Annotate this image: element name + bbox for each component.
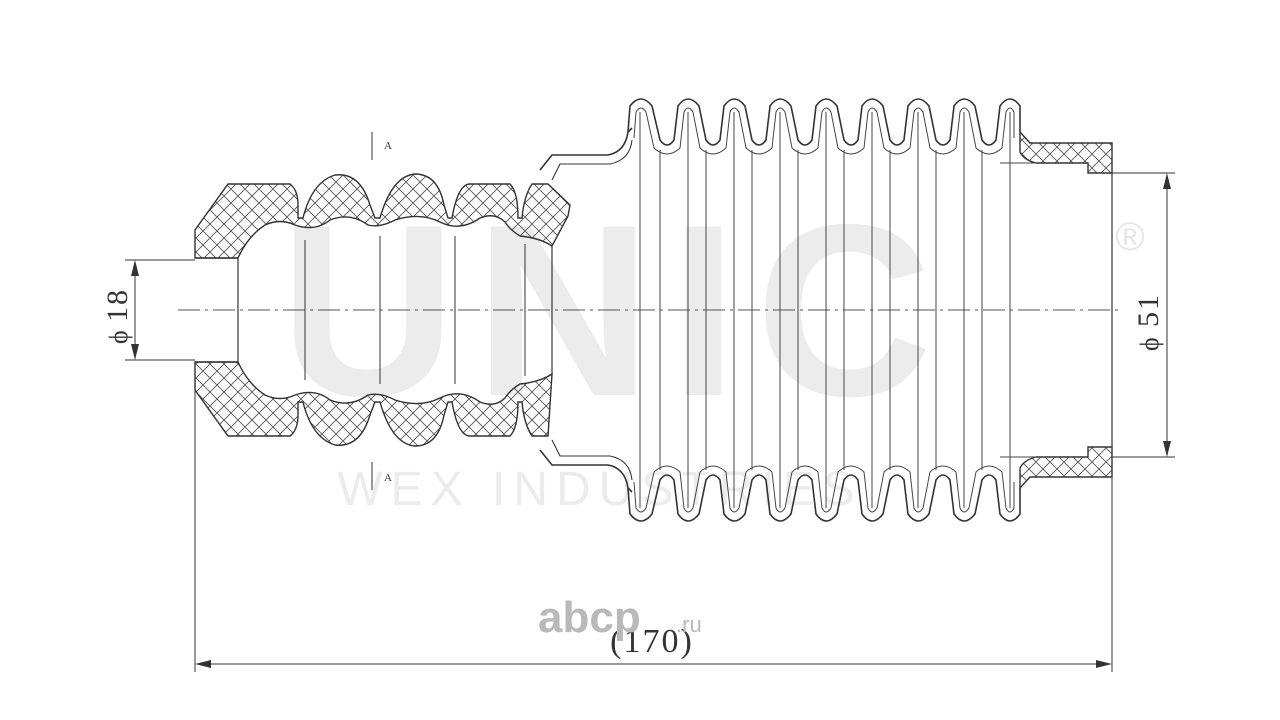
boot-neck-bottom <box>539 449 633 493</box>
diameter-symbol: ϕ <box>104 330 133 344</box>
section-marks: A A <box>371 132 392 490</box>
dimension-large-diameter: ϕ 51 <box>1112 172 1175 458</box>
bellows-top-outer <box>627 98 1021 146</box>
diameter-symbol: ϕ <box>1135 337 1164 351</box>
watermark-registered-mark: ® <box>1115 215 1144 259</box>
large-diameter-value: 51 <box>1132 293 1165 327</box>
arrow-head <box>1163 173 1171 189</box>
arrow-head <box>1096 660 1112 668</box>
bellows-bottom-outer <box>627 474 1021 522</box>
boot-collar-bottom <box>1019 446 1113 490</box>
arrow-head <box>131 344 139 360</box>
bellows-fold-lines <box>639 112 1011 508</box>
bellows-top-inner <box>633 107 1015 155</box>
small-diameter-value: 18 <box>101 288 134 322</box>
arrow-head <box>195 660 211 668</box>
watermark-tagline: WEX INDUSTRIES <box>337 463 862 516</box>
dimension-small-diameter: ϕ 18 <box>101 259 195 361</box>
section-mark-bottom: A <box>384 472 392 484</box>
arrow-head <box>1163 441 1171 457</box>
arrow-head <box>131 260 139 276</box>
logo-text: abcp <box>538 593 641 642</box>
overall-length-value: (170) <box>610 623 694 660</box>
boot-neck-top-inner <box>551 139 633 181</box>
boot-neck-top <box>539 127 633 171</box>
dust-boot <box>539 98 1113 522</box>
bump-stop-bottom-section <box>194 361 553 447</box>
section-mark-top: A <box>384 140 392 152</box>
watermark: UNIC ® WEX INDUSTRIES <box>280 173 1145 516</box>
dimension-overall-length: (170) <box>194 390 1113 672</box>
bump-stop-top-section <box>194 173 571 259</box>
bellows-bottom-inner <box>633 465 1015 513</box>
boot-collar-top <box>1019 130 1113 174</box>
site-logo: abcp .ru <box>538 593 702 642</box>
bump-stop <box>194 173 571 447</box>
boot-neck-bottom-inner <box>551 439 633 481</box>
logo-suffix: .ru <box>676 612 702 637</box>
